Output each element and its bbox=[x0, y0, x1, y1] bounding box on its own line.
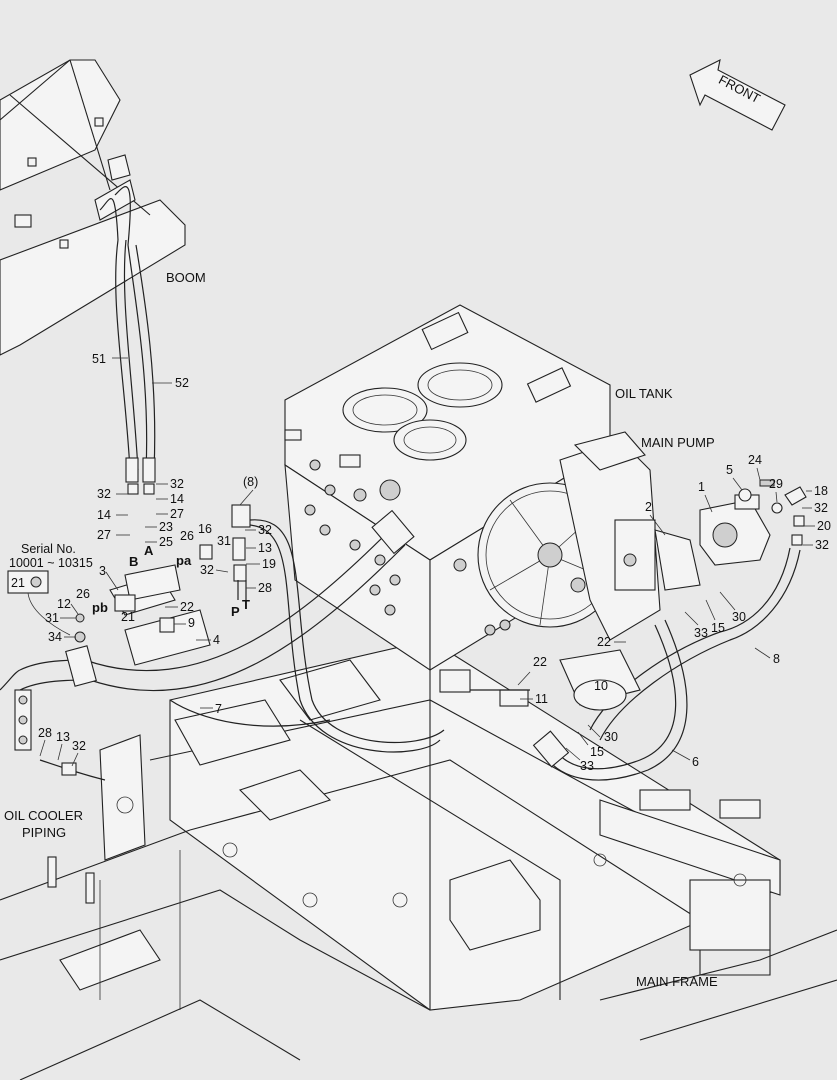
callout-27b: 27 bbox=[170, 507, 184, 521]
callout-23: 23 bbox=[159, 520, 173, 534]
callout-32a: 32 bbox=[97, 487, 111, 501]
callout-29: 29 bbox=[769, 477, 783, 491]
port-p-label: P bbox=[231, 604, 240, 619]
callout-21: 21 bbox=[121, 610, 135, 624]
callout-16: 16 bbox=[198, 522, 212, 536]
callout-26a: 26 bbox=[180, 529, 194, 543]
callout-8: 8 bbox=[773, 652, 780, 666]
oil-cooler-caption-2: PIPING bbox=[22, 825, 66, 840]
port-b-label: B bbox=[129, 554, 138, 569]
callout-32c: 32 bbox=[258, 523, 272, 537]
serial-label: Serial No. bbox=[21, 542, 76, 556]
callout-32e: 32 bbox=[72, 739, 86, 753]
callout-15a: 15 bbox=[711, 621, 725, 635]
callout-18: 18 bbox=[814, 484, 828, 498]
callout-9: 9 bbox=[188, 616, 195, 630]
main-pump-caption: MAIN PUMP bbox=[641, 435, 715, 450]
boom-drawing bbox=[0, 59, 186, 356]
callout-22c: 22 bbox=[533, 655, 547, 669]
callout-7: 7 bbox=[215, 702, 222, 716]
callout-5: 5 bbox=[726, 463, 733, 477]
callout-33a: 33 bbox=[694, 626, 708, 640]
callout-14a: 14 bbox=[97, 508, 111, 522]
control-valve-drawing bbox=[74, 537, 247, 666]
callout-19: 19 bbox=[262, 557, 276, 571]
callout-52: 52 bbox=[175, 376, 189, 390]
callout-6: 6 bbox=[692, 755, 699, 769]
part-callouts: 51 52 32 32 14 14 27 27 23 25 (8) 32 31 … bbox=[38, 352, 831, 773]
callout-28a: 28 bbox=[258, 581, 272, 595]
callout-30b: 30 bbox=[604, 730, 618, 744]
port-a-label: A bbox=[144, 543, 154, 558]
callout-2: 2 bbox=[645, 500, 652, 514]
oil-cooler-caption-1: OIL COOLER bbox=[4, 808, 83, 823]
front-arrow-icon: FRONT bbox=[689, 59, 786, 131]
callout-22a: 22 bbox=[180, 600, 194, 614]
callout-32f: 32 bbox=[814, 501, 828, 515]
callout-8-ref: (8) bbox=[243, 475, 258, 489]
boom-hoses bbox=[99, 186, 156, 495]
callout-11: 11 bbox=[535, 692, 548, 706]
serial-range: 10001 ~ 10315 bbox=[9, 556, 93, 570]
callout-4: 4 bbox=[213, 633, 220, 647]
callout-14b: 14 bbox=[170, 492, 184, 506]
callout-13a: 13 bbox=[258, 541, 272, 555]
gear-pump-drawing bbox=[699, 479, 807, 566]
callout-28b: 28 bbox=[38, 726, 52, 740]
callout-31b: 31 bbox=[45, 611, 59, 625]
oil-cooler-bracket bbox=[14, 689, 146, 904]
callout-32d: 32 bbox=[200, 563, 214, 577]
callout-27a: 27 bbox=[97, 528, 111, 542]
main-pump-drawing bbox=[477, 431, 701, 641]
callout-26b: 26 bbox=[76, 587, 90, 601]
oil-tank-caption: OIL TANK bbox=[615, 386, 673, 401]
callout-30a: 30 bbox=[732, 610, 746, 624]
callout-20: 20 bbox=[817, 519, 831, 533]
callout-32g: 32 bbox=[815, 538, 829, 552]
serial-number-note: Serial No. 10001 ~ 10315 21 bbox=[7, 542, 93, 636]
main-frame-caption: MAIN FRAME bbox=[636, 974, 718, 989]
callout-32b: 32 bbox=[170, 477, 184, 491]
port-t-label: T bbox=[242, 597, 250, 612]
callout-33b: 33 bbox=[580, 759, 594, 773]
callout-25: 25 bbox=[159, 535, 173, 549]
port-pb-label: pb bbox=[92, 600, 108, 615]
callout-1: 1 bbox=[698, 480, 705, 494]
callout-24: 24 bbox=[748, 453, 762, 467]
callout-22b: 22 bbox=[597, 635, 611, 649]
callout-34: 34 bbox=[48, 630, 62, 644]
callout-10: 10 bbox=[594, 679, 608, 693]
callout-15b: 15 bbox=[590, 745, 604, 759]
callout-12: 12 bbox=[57, 597, 71, 611]
callout-3: 3 bbox=[99, 564, 106, 578]
main-frame-drawing bbox=[0, 639, 837, 1080]
hoses bbox=[0, 504, 801, 781]
serial-part-number: 21 bbox=[11, 576, 25, 590]
port-pa-label: pa bbox=[176, 553, 192, 568]
callout-31a: 31 bbox=[217, 534, 231, 548]
boom-caption: BOOM bbox=[166, 270, 206, 285]
callout-13b: 13 bbox=[56, 730, 70, 744]
callout-51: 51 bbox=[92, 352, 106, 366]
